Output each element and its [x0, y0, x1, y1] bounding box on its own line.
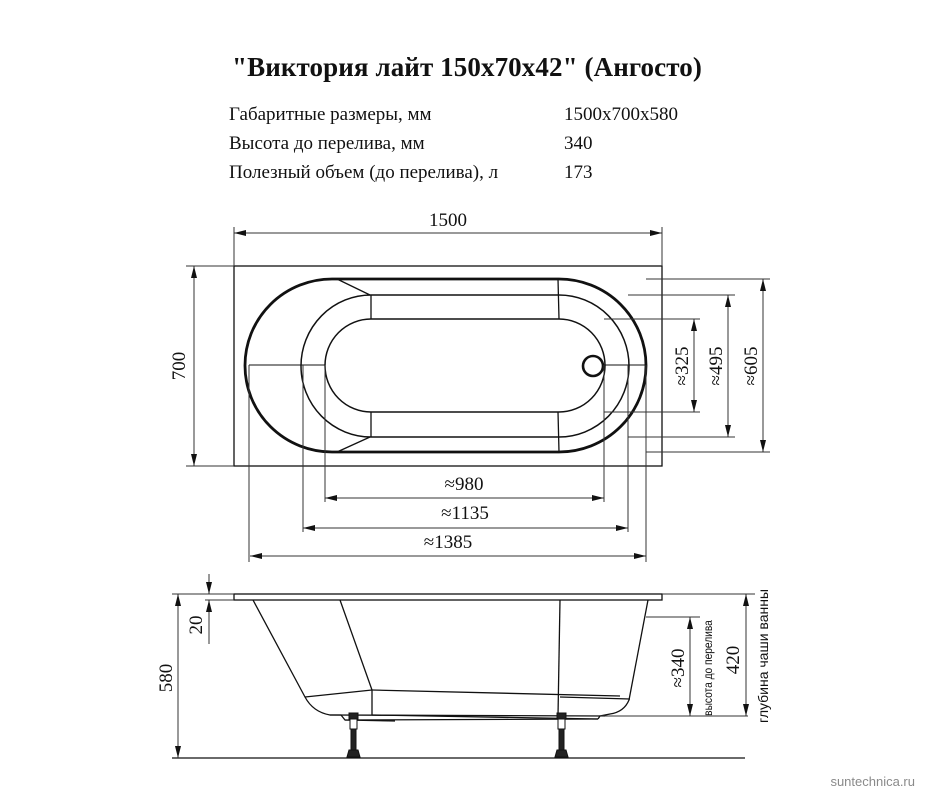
spec-value: 340	[564, 133, 593, 154]
spec-label: Высота до перелива, мм	[229, 133, 425, 154]
dim-rim-thickness: 20	[186, 616, 207, 635]
bowl-wall	[300, 294, 630, 438]
dim-inner-length-980: ≈980	[445, 474, 484, 495]
side-view	[233, 593, 663, 722]
dim-inner-width-325: ≈325	[672, 347, 693, 386]
dim-inner-width-605: ≈605	[741, 347, 762, 386]
bowl-bottom	[324, 318, 606, 413]
spec-label: Полезный объем (до перелива), л	[229, 162, 499, 183]
side-view-dimensions	[172, 574, 755, 758]
top-view	[233, 265, 663, 467]
dim-width: 700	[169, 352, 190, 381]
dim-total-height: 580	[156, 664, 177, 693]
spec-value: 1500x700x580	[564, 104, 678, 125]
label-overflow-height: высота до перелива	[702, 619, 715, 715]
product-title: "Виктория лайт 150x70x42" (Ангосто)	[232, 52, 702, 82]
spec-value: 173	[564, 162, 593, 183]
bathtub-outline	[233, 265, 663, 467]
dim-overflow-height: ≈340	[668, 649, 689, 688]
spec-label: Габаритные размеры, мм	[229, 104, 432, 125]
support-leg-right	[554, 712, 569, 758]
dim-inner-length-1385: ≈1385	[424, 532, 472, 553]
dim-inner-width-495: ≈495	[706, 347, 727, 386]
support-leg-left	[346, 712, 361, 758]
drain-icon	[581, 354, 605, 378]
side-rim	[233, 593, 663, 601]
dim-length: 1500	[429, 210, 467, 231]
top-view-dimensions	[186, 227, 770, 562]
dim-inner-length-1135: ≈1135	[441, 503, 489, 524]
label-bowl-depth: глубина чаши ванны	[755, 589, 771, 723]
watermark: suntechnica.ru	[830, 774, 915, 789]
dim-bowl-depth: 420	[723, 646, 744, 675]
